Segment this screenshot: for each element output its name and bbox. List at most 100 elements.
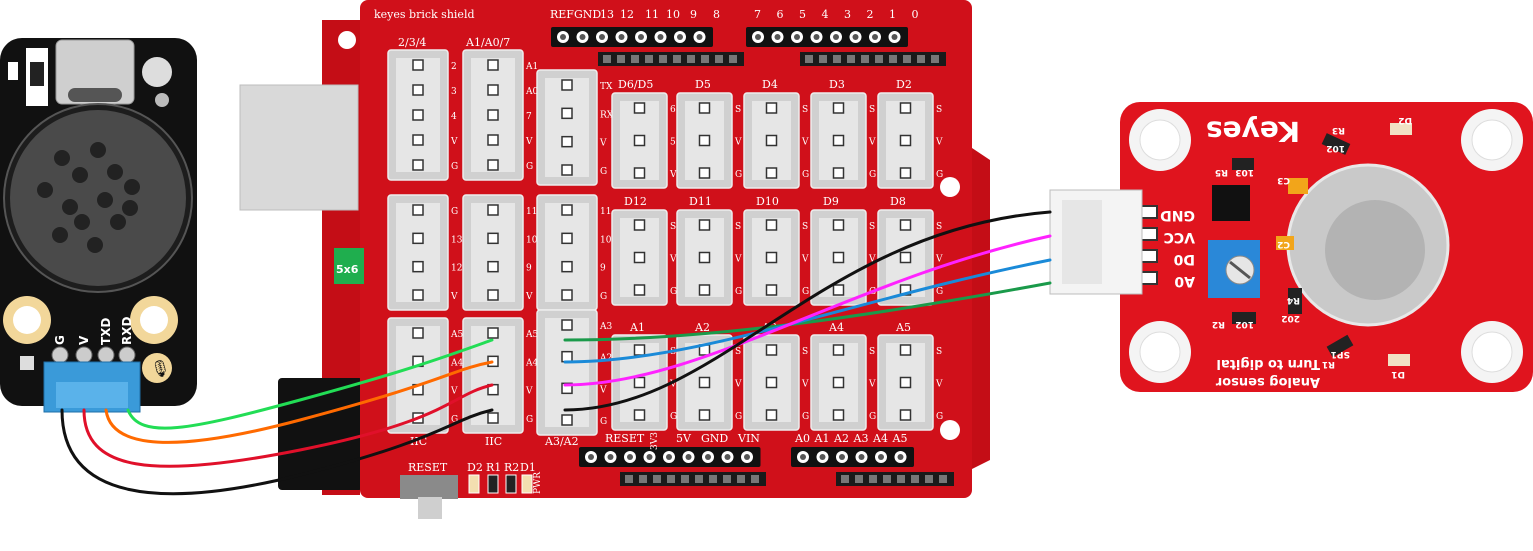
power-strip-slot [667, 475, 675, 483]
gas-sensor-mesh [1325, 200, 1425, 300]
microphone [142, 57, 172, 87]
port-label: IIC [485, 435, 502, 448]
voice-connector-inner [56, 382, 128, 408]
port-d11-pin [698, 219, 711, 231]
top-left-pin-label: 12 [620, 8, 634, 21]
slide-switch-knob[interactable] [30, 62, 44, 86]
reset-switch[interactable] [400, 475, 458, 499]
port-2-3-4-pin-label: G [451, 162, 458, 172]
sensor-part-label: C3 [1277, 175, 1290, 185]
top-left-pin-hole [677, 34, 683, 40]
speaker-hole [110, 214, 126, 230]
port-13-12-pin [412, 260, 424, 273]
top-left-pin-label: 10 [666, 8, 680, 21]
port-13-12-pin [412, 232, 424, 245]
analog-strip-slot [883, 475, 891, 483]
port-a1-a0-7-pin [487, 159, 499, 171]
speaker-hole [74, 214, 90, 230]
analog-strip-slot [925, 475, 933, 483]
reset-switch-knob[interactable] [418, 497, 442, 519]
port-2-3-4-pin [412, 59, 424, 71]
sensor-part-label: 103 [1235, 167, 1254, 177]
top-right-pin-hole [891, 34, 898, 40]
top-left-strip-slot [645, 55, 653, 63]
top-left-pin-hole [599, 34, 605, 40]
port-13-12-pin-label: 12 [451, 264, 462, 274]
port-iic-1-pin-label: A4 [450, 358, 463, 368]
port-a1-a0-7-pin-label: 7 [526, 112, 532, 122]
top-left-strip-slot [603, 55, 611, 63]
port-d6/d5-pin [633, 134, 646, 147]
port-d6/d5-pin-label: 5 [670, 138, 676, 148]
port-a3-a2-pin [561, 350, 573, 363]
top-left-strip-slot [659, 55, 667, 63]
speaker-hole [124, 179, 140, 195]
voice-pin-label: V [77, 335, 91, 345]
top-left-strip-slot [673, 55, 681, 63]
port-d10-pin [765, 251, 778, 264]
port-d5-pin-label: V [734, 138, 742, 148]
port-2-3-4-pin-label: 3 [451, 87, 457, 97]
port-d6/d5-pin-label: V [669, 170, 677, 180]
port-2-3-4-pin [412, 159, 424, 171]
port-iic-1-pin-label: A5 [450, 330, 463, 340]
analog-strip [836, 472, 954, 486]
analog-strip-slot [897, 475, 905, 483]
port-11-10-9-b-pin-label: 11 [600, 207, 611, 217]
power-pin-hole [607, 454, 614, 460]
port-a1-pin-label: G [670, 412, 677, 422]
port-a3-a2-pin [561, 382, 573, 395]
port-d3-pin-label: V [868, 138, 876, 148]
port-iic-1-pin-label: G [451, 415, 458, 425]
port-11-10-9-b-pin [561, 289, 573, 301]
port-d4-pin-label: S [802, 105, 808, 115]
power-strip-slot [653, 475, 661, 483]
top-right-strip-slot [861, 55, 869, 63]
port-d4-pin-label: G [802, 170, 809, 180]
top-right-pin-hole [833, 34, 839, 40]
top-right-pin-hole [774, 34, 781, 40]
port-d3-pin [832, 167, 845, 179]
speaker-hole [90, 142, 106, 158]
top-left-pin-hole [618, 34, 625, 40]
led-label: R2 [504, 461, 519, 474]
top-left-pin-label: REF [550, 8, 574, 21]
port-iic-2-pin-label: A5 [525, 330, 538, 340]
port-13-12-inner [396, 203, 440, 302]
cap-c3 [1288, 178, 1308, 194]
smd-r2 [505, 474, 517, 494]
port-a3-a2-pin-label: V [599, 385, 607, 395]
port-a3-pin [765, 409, 778, 421]
port-label: A2 [694, 321, 710, 334]
port-d5-pin-label: G [735, 170, 742, 180]
cap-c2 [1276, 236, 1294, 250]
port-d4-pin-label: V [801, 138, 809, 148]
port-a2-pin [698, 376, 711, 389]
analog-pin-hole [897, 454, 904, 460]
speaker-hole [72, 167, 88, 183]
power-pin-label: 3V3 [650, 432, 660, 450]
mic-icon [142, 353, 172, 383]
port-iic-2-pin-label: G [526, 415, 533, 425]
port-a3-a2-pin-label: A2 [599, 354, 612, 364]
port-a3-a2-pin-label: A3 [599, 322, 612, 332]
port-d10-pin [765, 284, 778, 296]
port-d3-pin-label: S [869, 105, 875, 115]
analog-pin-hole [839, 454, 845, 460]
power-strip-slot [625, 475, 633, 483]
port-d6/d5-pin [633, 102, 646, 114]
speaker-hole [97, 192, 113, 208]
port-d9-pin [832, 251, 845, 264]
wire-gnd-sensor [563, 210, 1052, 412]
analog-strip-slot [869, 475, 877, 483]
port-d10-pin-label: V [801, 255, 809, 265]
port-a3-a2-pin-label: G [600, 417, 607, 427]
port-11-10-9-b-pin-label: G [600, 292, 607, 302]
top-left-header-body [551, 27, 713, 47]
power-pin-hole [724, 454, 731, 460]
top-right-strip-slot [917, 55, 925, 63]
top-right-strip-slot [931, 55, 939, 63]
power-strip-slot [695, 475, 703, 483]
port-label: D5 [695, 78, 711, 91]
